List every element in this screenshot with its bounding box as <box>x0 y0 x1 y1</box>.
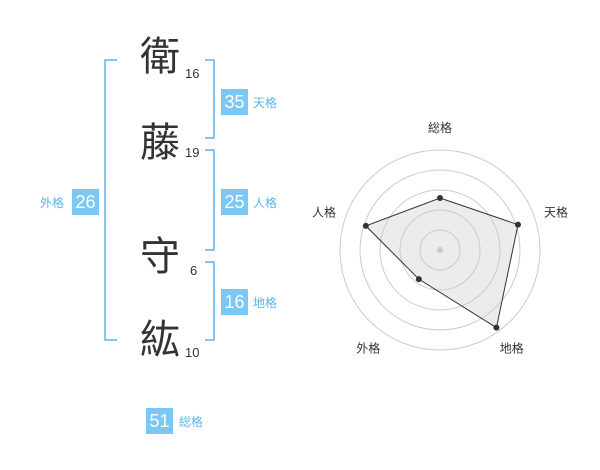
radar-axis-label-0: 総格 <box>428 120 452 135</box>
radar-axis-label-2: 地格 <box>500 341 524 356</box>
gaikaku-label: 外格 <box>40 196 65 210</box>
radar-center <box>437 247 443 253</box>
radar-axis-label-3: 外格 <box>356 341 380 356</box>
name-char-4: 紘 <box>140 317 180 363</box>
radar-point-0 <box>437 195 443 201</box>
radar-point-2 <box>493 324 500 331</box>
name-char-1: 衛 <box>140 34 180 80</box>
chikaku-bracket <box>205 261 215 341</box>
radar-point-3 <box>415 276 422 283</box>
name-char-3: 守 <box>140 234 180 280</box>
radar-ring-3 <box>379 189 501 311</box>
radar-point-4 <box>362 222 369 229</box>
radar-point-1 <box>514 221 521 228</box>
tenkaku-badge: 35 <box>221 89 248 115</box>
gaikaku-bracket <box>104 59 117 341</box>
stroke-count-2: 19 <box>185 145 200 160</box>
chikaku-label: 地格 <box>253 296 278 310</box>
tenkaku-label: 天格 <box>253 96 278 110</box>
radar-axis-label-1: 天格 <box>544 204 568 219</box>
jinkaku-bracket <box>205 149 215 251</box>
stroke-count-1: 16 <box>185 66 200 81</box>
soukaku-label: 総格 <box>179 415 204 429</box>
radar-series-polygon <box>364 197 519 329</box>
stroke-count-4: 10 <box>185 345 200 360</box>
stroke-count-3: 6 <box>190 263 198 278</box>
jinkaku-label: 人格 <box>253 196 278 210</box>
tenkaku-bracket <box>205 59 215 139</box>
gaikaku-badge: 26 <box>72 189 99 215</box>
radar-ring-2 <box>399 209 481 291</box>
chikaku-badge: 16 <box>221 289 248 315</box>
name-char-2: 藤 <box>140 120 180 166</box>
radar-axis-label-4: 人格 <box>312 204 336 219</box>
radar-ring-1 <box>419 229 461 271</box>
soukaku-badge: 51 <box>146 408 173 434</box>
jinkaku-badge: 25 <box>221 189 248 215</box>
radar-ring-4 <box>359 169 521 331</box>
radar-ring-5 <box>339 149 541 351</box>
